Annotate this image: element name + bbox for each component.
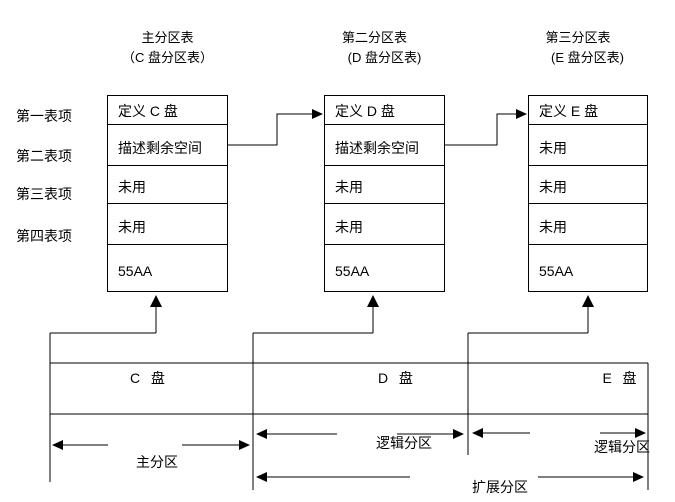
disk-section-e: E 盘 <box>602 370 638 386</box>
table-d-row-5: 55AA <box>335 262 370 279</box>
table-d-title: 第二分区表 <box>341 30 407 45</box>
table-c-row-3: 未用 <box>108 166 227 204</box>
label-logical-partition-left: 逻辑分区 <box>376 435 432 451</box>
table-e-row-5: 55AA <box>539 262 574 279</box>
table-e-subtitle: (E 盘分区表) <box>551 50 624 65</box>
table-d-row-1: 定义 D 盘 <box>325 96 444 125</box>
disk-section-d: D 盘 <box>378 370 414 386</box>
row-label-4: 第四表项 <box>16 228 72 244</box>
partition-table-c: 定义 C 盘 描述剩余空间 未用 未用 55AA <box>107 95 228 292</box>
table-c-subtitle: （C 盘分区表） <box>121 50 213 65</box>
table-c-title: 主分区表 <box>141 30 194 45</box>
table-e-row-4: 未用 <box>529 204 647 245</box>
partition-table-e: 定义 E 盘 未用 未用 未用 55AA <box>528 95 648 292</box>
arrowhead-into-d <box>312 109 323 119</box>
table-c-row-2: 描述剩余空间 <box>108 125 227 166</box>
connector-d-to-e <box>445 113 517 146</box>
row-label-1: 第一表项 <box>16 108 72 124</box>
table-d-row-3: 未用 <box>325 166 444 204</box>
table-c-row-4: 未用 <box>108 204 227 245</box>
table-e-row-3: 未用 <box>529 166 647 204</box>
table-e-title: 第三分区表 <box>545 30 611 45</box>
table-e-row-1: 定义 E 盘 <box>529 96 647 125</box>
connector-lines <box>49 113 649 490</box>
arrowhead-into-e <box>516 109 527 119</box>
label-logical-partition-right: 逻辑分区 <box>594 439 650 455</box>
row-label-3: 第三表项 <box>16 186 72 202</box>
arrowhead-up-e <box>582 295 594 307</box>
partition-table-d: 定义 D 盘 描述剩余空间 未用 未用 55AA <box>324 95 445 292</box>
table-e-row-2: 未用 <box>529 125 647 166</box>
arrowhead-up-c <box>150 295 162 307</box>
table-d-subtitle: (D 盘分区表) <box>347 50 422 65</box>
table-d-row-2: 描述剩余空间 <box>325 125 444 166</box>
table-d-row-4: 未用 <box>325 204 444 245</box>
label-primary-partition: 主分区 <box>136 454 178 470</box>
table-c-row-5: 55AA <box>118 262 153 279</box>
table-c-row-1: 定义 C 盘 <box>108 96 227 125</box>
arrowheads <box>52 109 646 482</box>
row-label-2: 第二表项 <box>16 148 72 164</box>
label-extended-partition: 扩展分区 <box>472 479 528 495</box>
disk-section-c: C 盘 <box>130 370 166 386</box>
arrowhead-up-d <box>367 295 379 307</box>
connector-c-to-d <box>228 113 313 146</box>
